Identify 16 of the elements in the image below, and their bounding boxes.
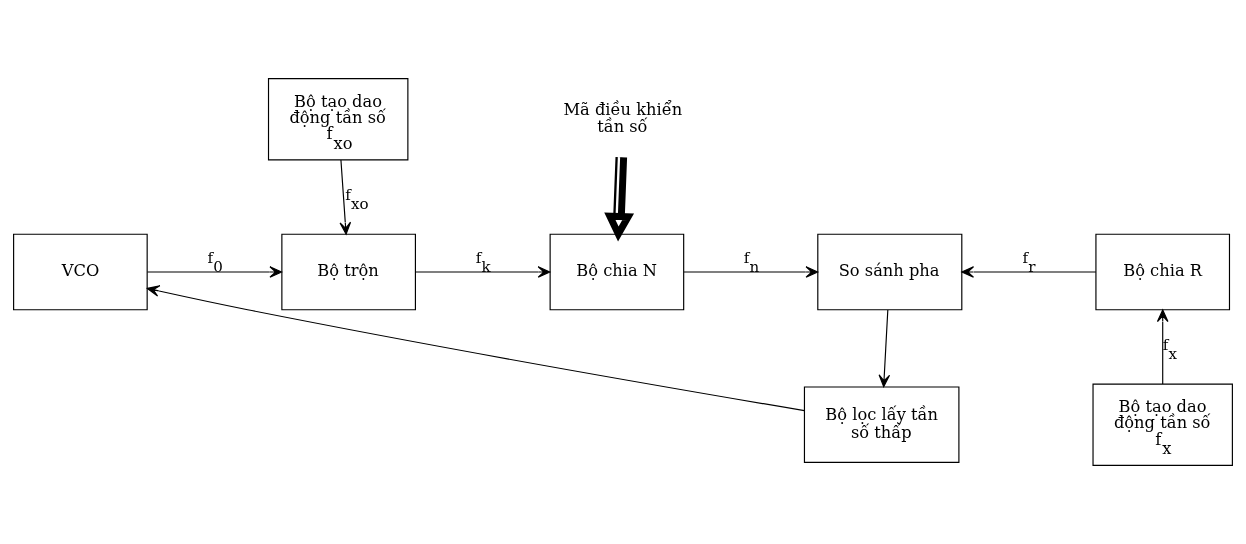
arrow [961,266,1097,278]
arrow [683,266,819,278]
arrow [1156,309,1169,385]
arrow [415,266,551,278]
node-box: Bộ chia N [549,233,685,311]
node-box: So sánh pha [817,233,963,311]
arrow [339,159,352,235]
arrow [146,266,283,278]
node-box: Bộ lọc lấy tần số thấp [803,386,960,464]
node-text: Mã điều khiển tần số [563,99,683,137]
arrow [604,157,635,242]
node-box: Bộ trộn [281,233,416,311]
node-box: VCO [13,233,148,311]
arrow [146,285,805,412]
arrow [878,309,891,388]
node-box: Bộ chia R [1095,233,1231,311]
